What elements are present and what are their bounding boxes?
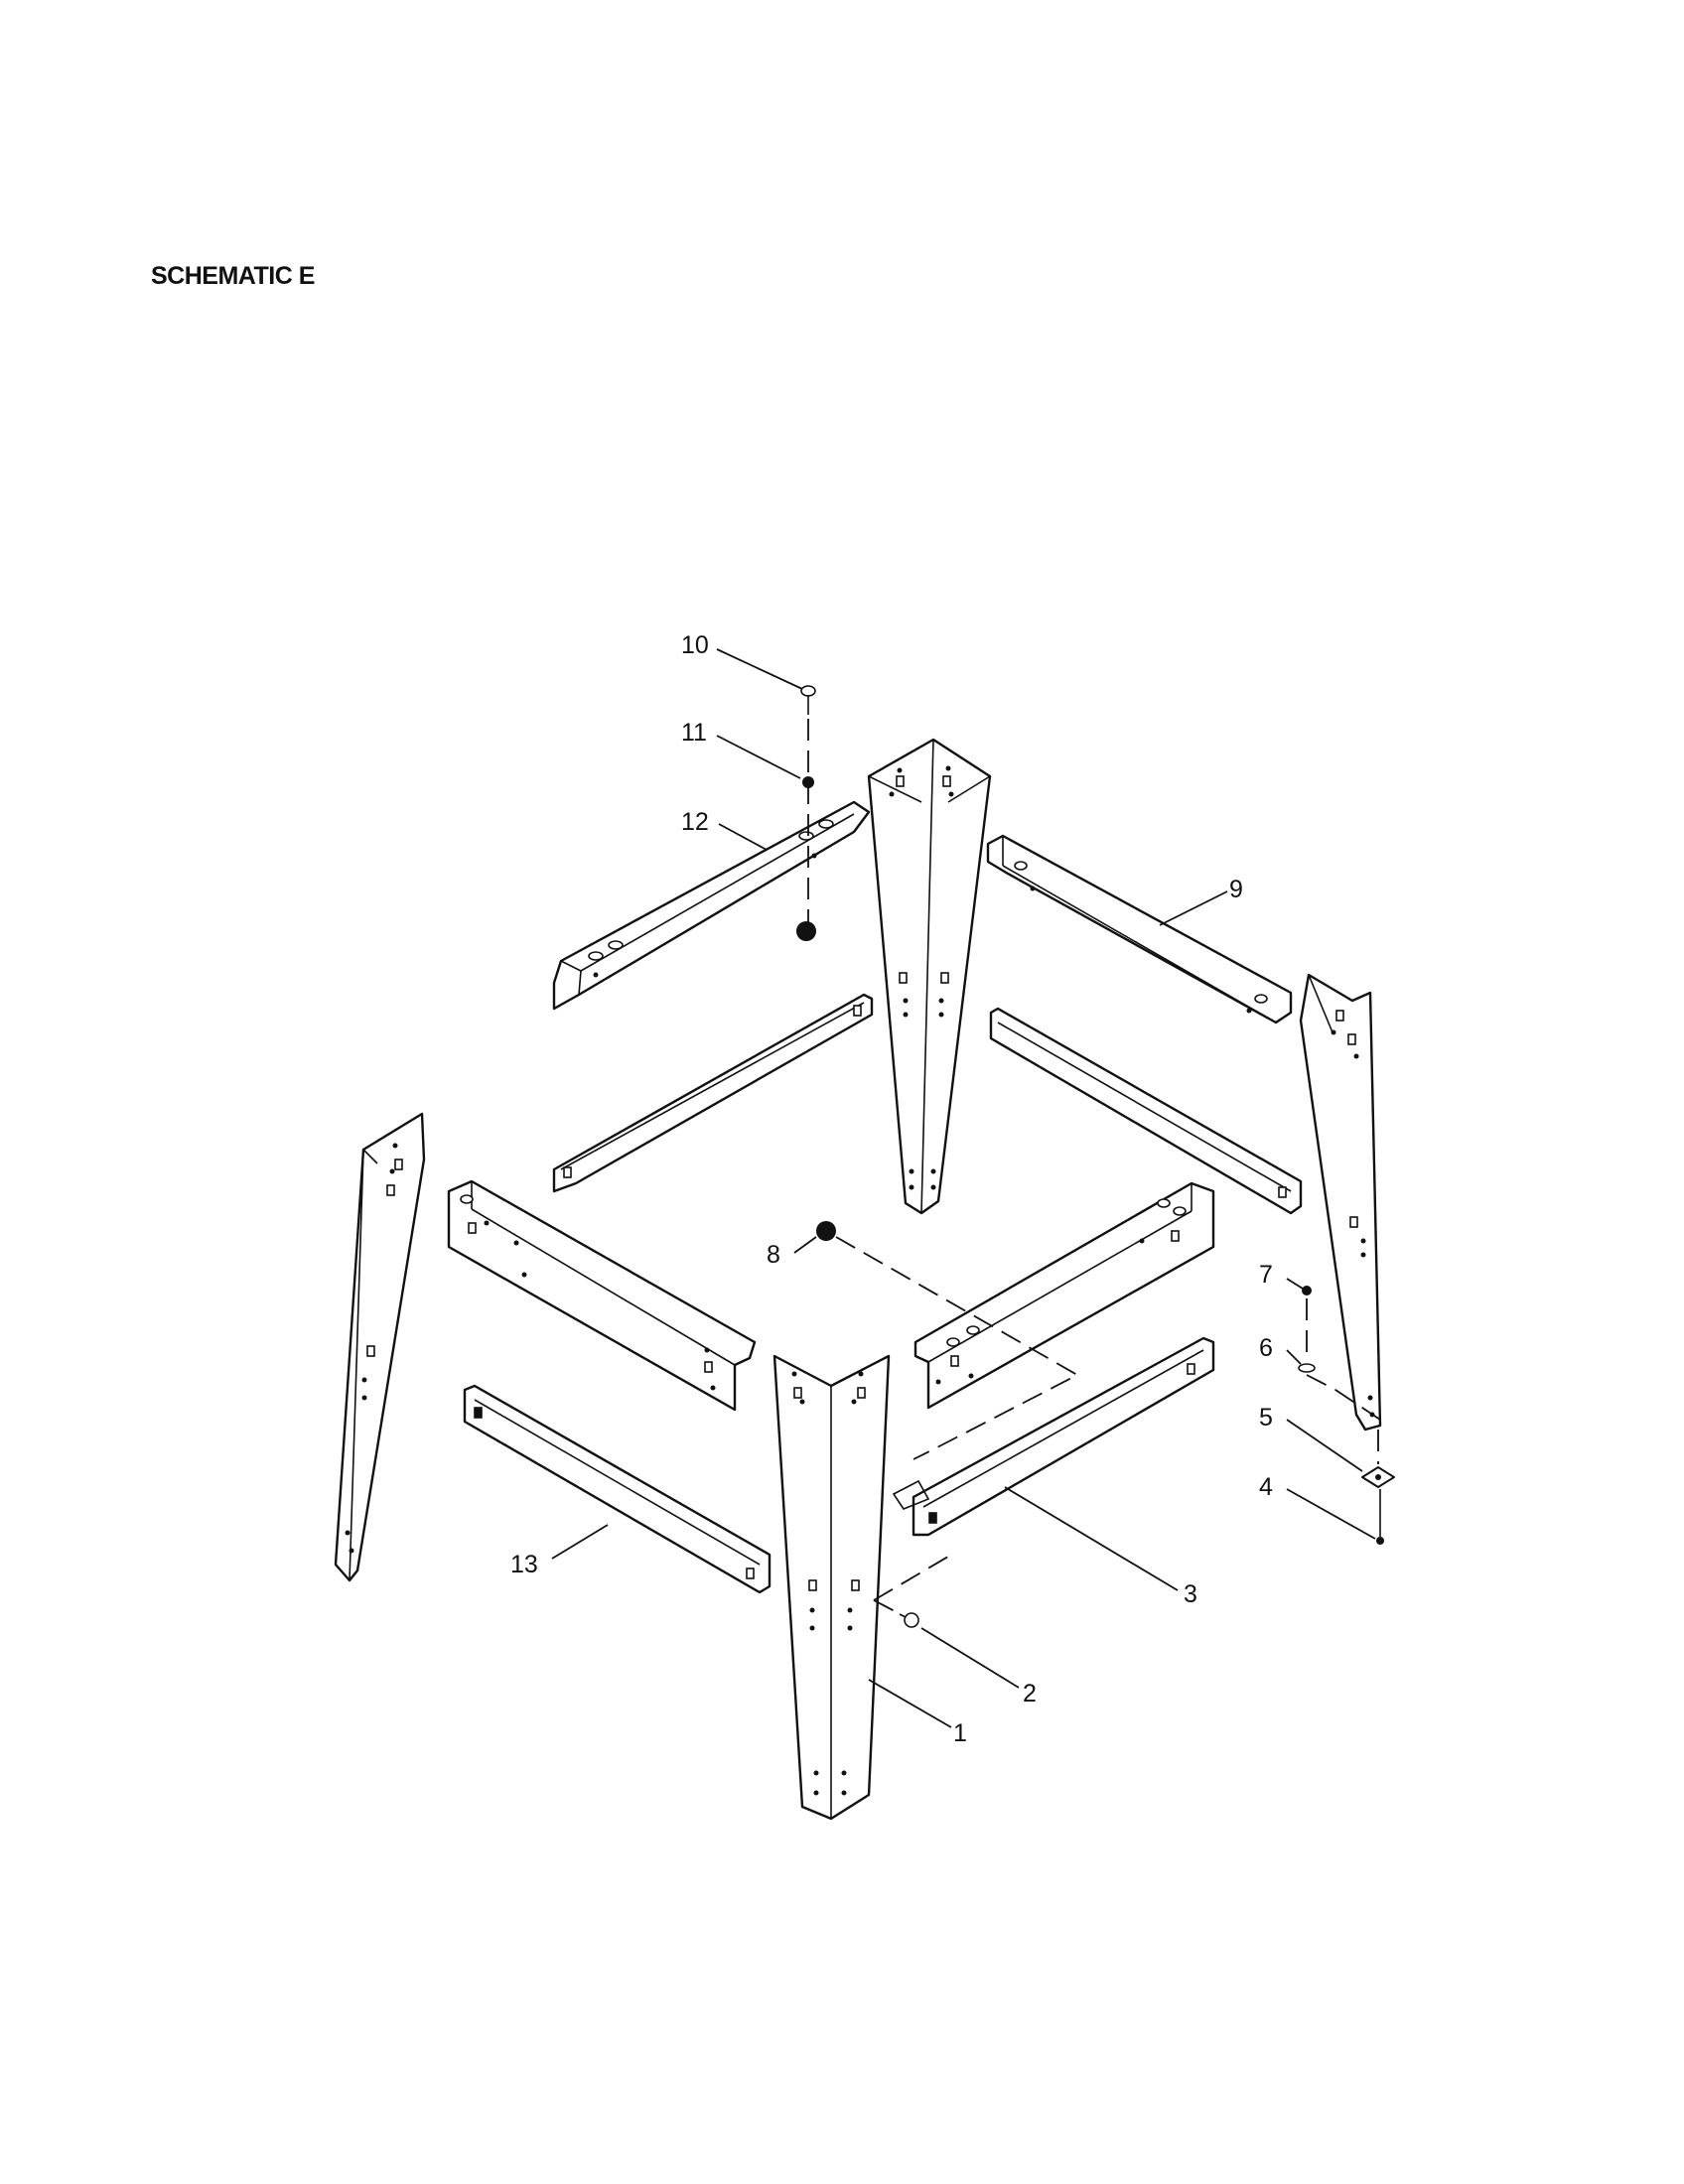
brace-mid-right bbox=[989, 1007, 1303, 1215]
callout-11: 11 bbox=[681, 719, 707, 747]
callout-3: 3 bbox=[1184, 1580, 1197, 1608]
callout-10: 10 bbox=[681, 631, 709, 659]
rail-lower-right bbox=[913, 1181, 1215, 1410]
callout-12: 12 bbox=[681, 808, 709, 836]
rail-upper-left bbox=[552, 800, 871, 1011]
schematic-title: SCHEMATIC E bbox=[151, 262, 315, 290]
callout-1: 1 bbox=[953, 1719, 967, 1747]
callout-4: 4 bbox=[1259, 1473, 1273, 1501]
brace-lower-right bbox=[892, 1336, 1215, 1537]
hardware-bolt-top bbox=[796, 685, 816, 941]
brace-lower-left bbox=[463, 1384, 772, 1594]
hardware-right-stack bbox=[1298, 1286, 1395, 1545]
leg-front-center bbox=[772, 1354, 891, 1821]
callout-7: 7 bbox=[1259, 1261, 1273, 1289]
callout-6: 6 bbox=[1259, 1334, 1273, 1362]
leg-back-center bbox=[867, 738, 992, 1215]
hardware-nut-8 bbox=[816, 1221, 1079, 1460]
leg-left bbox=[334, 1112, 426, 1582]
leg-right bbox=[1299, 973, 1382, 1432]
callout-9: 9 bbox=[1229, 876, 1243, 903]
callout-8: 8 bbox=[767, 1241, 780, 1269]
callout-5: 5 bbox=[1259, 1404, 1273, 1432]
leader-lines bbox=[551, 648, 1376, 1728]
rail-lower-left bbox=[447, 1179, 757, 1412]
callout-2: 2 bbox=[1023, 1680, 1037, 1707]
callout-13: 13 bbox=[510, 1551, 538, 1578]
brace-mid-left bbox=[552, 993, 874, 1193]
rail-upper-right bbox=[986, 834, 1293, 1024]
hardware-bolt-2 bbox=[873, 1553, 954, 1628]
